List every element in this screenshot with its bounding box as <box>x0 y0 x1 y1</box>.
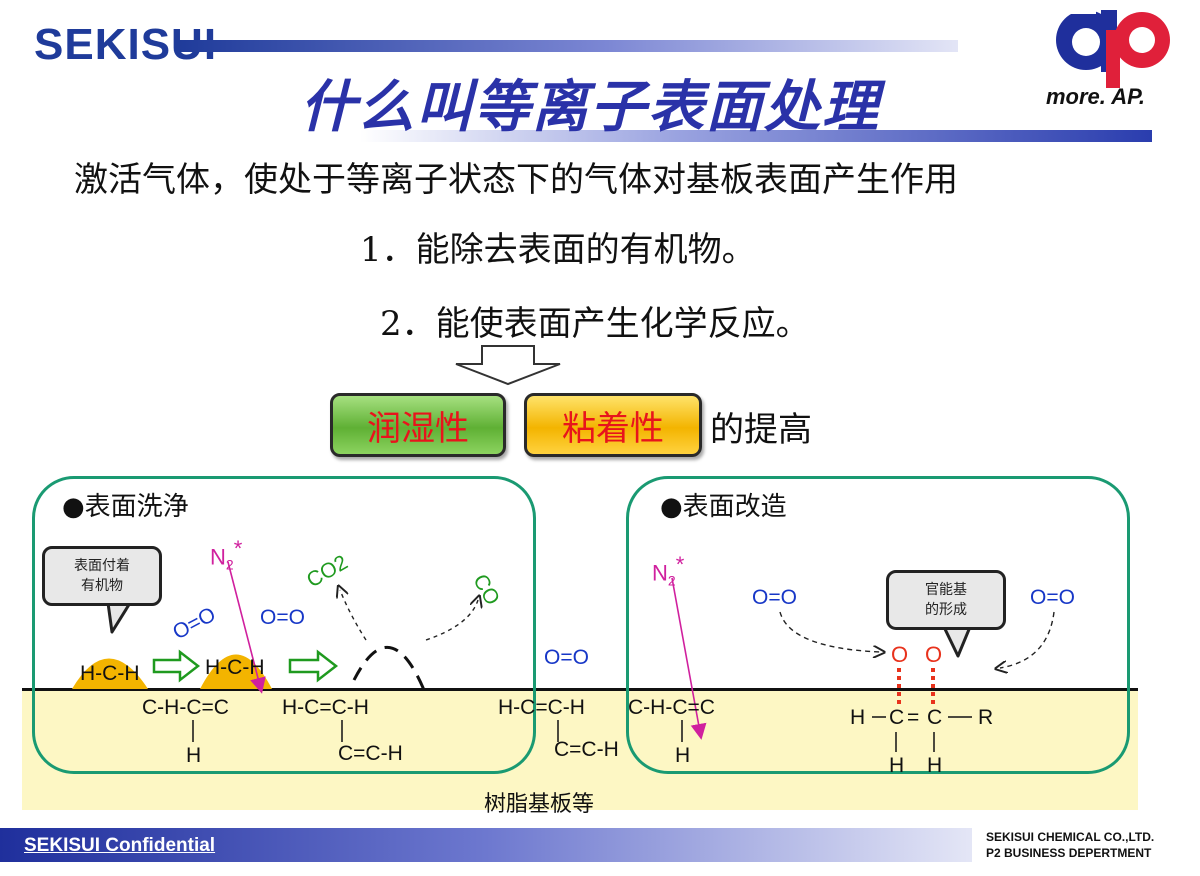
formula-c2: C <box>927 706 943 729</box>
hch-label-2: H-C-H <box>205 656 265 679</box>
confidential-label: SEKISUI Confidential <box>24 835 216 856</box>
oxygen-label-3: O=O <box>544 646 589 669</box>
oxygen-label-5: O=O <box>1030 586 1075 609</box>
oxygen-atom-a: O <box>891 642 909 667</box>
point-2: 2．能使表面产生化学反应。 <box>380 304 810 344</box>
process-arrow-2 <box>288 649 339 683</box>
chain-label-1: C-H-C=C <box>142 696 229 719</box>
chain-label-4-h: H <box>675 744 691 767</box>
adhesion-badge: 粘着性 <box>524 393 702 457</box>
formula-double-bond: = <box>907 706 920 729</box>
oxygen-arrow-right <box>1000 611 1055 668</box>
formula-h1: H <box>889 754 905 777</box>
chain-label-3: H-C=C-H <box>498 696 585 719</box>
n2-ray-right <box>671 577 707 740</box>
company-name: SEKISUI CHEMICAL CO.,LTD. <box>986 830 1155 844</box>
oxygen-atom-b: O <box>925 642 943 667</box>
n2-label-right: N2* <box>652 552 685 589</box>
surface-modification-panel <box>626 476 1130 774</box>
formula-c1: C <box>889 706 905 729</box>
chain-label-3-sub: C=C-H <box>554 738 619 761</box>
chain-label-4: C-H-C=C <box>628 696 715 719</box>
oxygen-label-2: O=O <box>260 606 305 629</box>
formula-r: R <box>978 706 994 729</box>
organic-deposit-1 <box>72 658 148 689</box>
substrate-area <box>22 690 1138 810</box>
ap-logo-icon <box>1056 0 1170 88</box>
department-name: P2 BUSINESS DEPERTMENT <box>986 846 1152 860</box>
description-line: 激活气体，使处于等离子状态下的气体对基板表面产生作用 <box>74 160 958 200</box>
formula-h-left: H <box>850 706 866 729</box>
n2-label-left: N2* <box>210 536 243 573</box>
oxygen-label-4: O=O <box>752 586 797 609</box>
n2-ray-left <box>227 561 266 694</box>
header-bar-under-title <box>360 130 1152 142</box>
surface-cleaning-heading: ●表面洗浄 <box>62 492 189 522</box>
ap-tagline: more. AP. <box>1046 84 1146 109</box>
callout-text-4: 的形成 <box>925 602 967 618</box>
formula-h2: H <box>927 754 943 777</box>
callout-text-2: 有机物 <box>81 578 123 594</box>
removed-deposit-outline <box>352 646 426 691</box>
functional-group-callout: 官能基的形成 <box>886 570 1006 630</box>
process-arrow-1 <box>152 649 201 683</box>
chain-label-2-sub: C=C-H <box>338 742 403 765</box>
point-1: 1．能除去表面的有机物。 <box>360 230 756 270</box>
callout-text-1: 表面付着 <box>74 558 130 574</box>
surface-cleaning-panel <box>32 476 536 774</box>
oxygen-arrow-left <box>779 611 880 652</box>
chain-label-2: H-C=C-H <box>282 696 369 719</box>
organic-deposit-callout: 表面付着有机物 <box>42 546 162 606</box>
co-escape-arrow <box>425 600 478 641</box>
down-arrow-icon <box>455 345 561 386</box>
slide-title: 什么叫等离子表面处理 <box>300 74 880 140</box>
footer-bar <box>0 828 972 862</box>
header-bar-top <box>178 40 958 52</box>
surface-modification-heading: ●表面改造 <box>660 492 787 522</box>
surface-line <box>22 688 1138 691</box>
co2-escape-arrow <box>340 590 367 641</box>
chain-label-1-h: H <box>186 744 202 767</box>
substrate-label: 树脂基板等 <box>484 792 595 817</box>
improvement-text: 的提高 <box>710 410 812 450</box>
callout-text-3: 官能基 <box>925 582 967 598</box>
wettability-badge: 润湿性 <box>330 393 506 457</box>
hch-label-1: H-C-H <box>80 662 140 685</box>
